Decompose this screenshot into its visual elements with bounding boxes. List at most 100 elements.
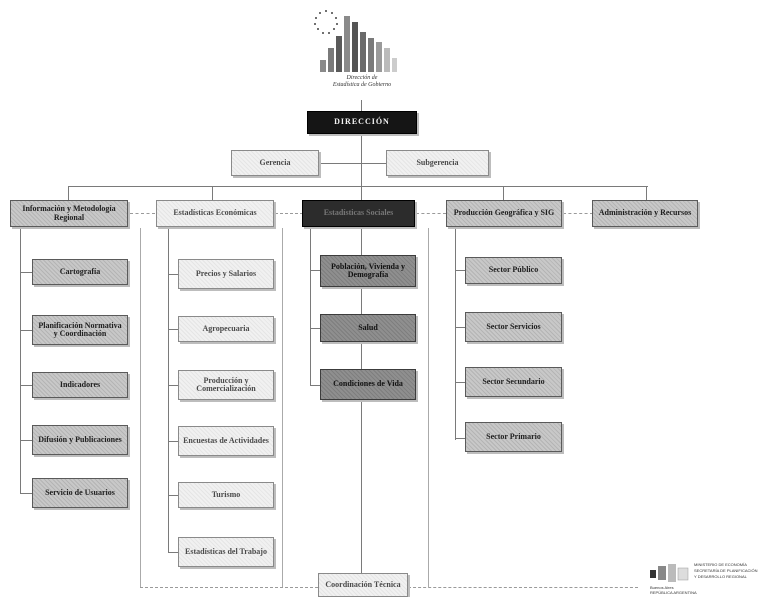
footer-line-3: Y DESARROLLO REGIONAL xyxy=(694,574,747,579)
dashed-connector xyxy=(563,213,593,214)
unit-label: Sector Público xyxy=(488,265,539,275)
connector xyxy=(455,382,465,383)
dashed-connector xyxy=(130,213,155,214)
unit-label: Producción y Comercialización xyxy=(196,375,256,393)
department-label-3: Estadísticas Sociales xyxy=(323,208,394,218)
unit-box[interactable]: Sector Público xyxy=(465,257,562,284)
department-box-3[interactable]: Estadísticas Sociales xyxy=(302,200,415,227)
connector xyxy=(503,186,504,201)
connector xyxy=(68,186,648,187)
unit-label: Servicio de Usuarios xyxy=(45,487,115,497)
unit-box[interactable]: Cartografía xyxy=(32,259,128,285)
staff-right-label: Subgerencia xyxy=(416,157,459,167)
footer-line-4: Buenos Aires xyxy=(650,585,674,590)
footer-line-5: REPÚBLICA ARGENTINA xyxy=(650,590,697,595)
logo-caption: Dirección de Estadística de Gobierno xyxy=(312,75,412,89)
ministry-mark-icon xyxy=(650,564,689,582)
connector xyxy=(68,186,69,201)
connector xyxy=(310,385,320,386)
department-label-5: Administración y Recursos xyxy=(598,208,692,218)
bottom-label: Coordinación Técnica xyxy=(325,579,401,589)
unit-box[interactable]: Servicio de Usuarios xyxy=(32,478,128,508)
unit-label: Salud xyxy=(358,322,378,332)
connector xyxy=(455,438,465,439)
connector xyxy=(20,440,32,441)
unit-box[interactable]: Condiciones de Vida xyxy=(320,369,416,400)
unit-box[interactable]: Difusión y Publicaciones xyxy=(32,425,128,455)
dashed-connector xyxy=(408,587,638,588)
footer-line-2: SECRETARÍA DE PLANIFICACIÓN xyxy=(694,568,758,573)
connector xyxy=(168,274,178,275)
unit-box[interactable]: Agropecuaria xyxy=(178,316,274,342)
unit-label: Sector Servicios xyxy=(486,321,541,331)
connector xyxy=(168,385,178,386)
connector xyxy=(20,228,21,493)
connector xyxy=(168,329,178,330)
dashed-connector xyxy=(140,587,318,588)
unit-box[interactable]: Encuestas de Actividades xyxy=(178,426,274,456)
unit-box[interactable]: Sector Secundario xyxy=(465,367,562,397)
direccion-label: DIRECCIÓN xyxy=(334,117,390,127)
connector xyxy=(310,270,320,271)
department-label-4: Producción Geográfica y SIG xyxy=(453,208,555,218)
staff-left-label: Gerencia xyxy=(259,157,291,167)
unit-box[interactable]: Sector Primario xyxy=(465,422,562,452)
department-label-1: Información y Metodología Regional xyxy=(22,204,116,222)
unit-box[interactable]: Planificación Normativa y Coordinación xyxy=(32,315,128,345)
connector xyxy=(168,495,178,496)
connector xyxy=(646,186,647,201)
connector xyxy=(310,228,311,386)
unit-label: Agropecuaria xyxy=(202,323,250,333)
connector xyxy=(428,228,429,587)
dashed-connector xyxy=(416,213,446,214)
bar-logo-icon xyxy=(314,10,397,72)
unit-label: Población, Vivienda y Demografía xyxy=(330,261,405,279)
unit-label: Difusión y Publicaciones xyxy=(38,434,122,444)
connector xyxy=(310,328,320,329)
footer-line-1: MINISTERIO DE ECONOMÍA xyxy=(694,562,747,567)
connector xyxy=(212,186,213,201)
unit-label: Indicadores xyxy=(59,379,101,389)
connector xyxy=(361,135,362,597)
staff-right-box[interactable]: Subgerencia xyxy=(386,150,489,176)
unit-box[interactable]: Precios y Salarios xyxy=(178,259,274,289)
unit-label: Turismo xyxy=(211,489,241,499)
department-box-5[interactable]: Administración y Recursos xyxy=(592,200,698,227)
unit-box[interactable]: Estadísticas del Trabajo xyxy=(178,537,274,567)
institution-logo: Dirección de Estadística de Gobierno xyxy=(312,8,412,98)
department-label-2: Estadísticas Económicas xyxy=(173,208,257,218)
connector xyxy=(455,228,456,440)
connector xyxy=(20,493,32,494)
connector xyxy=(140,228,141,587)
connector xyxy=(20,330,32,331)
unit-box[interactable]: Salud xyxy=(320,314,416,342)
direccion-box[interactable]: DIRECCIÓN xyxy=(307,111,417,134)
department-box-4[interactable]: Producción Geográfica y SIG xyxy=(446,200,562,227)
unit-label: Precios y Salarios xyxy=(195,268,257,278)
department-box-1[interactable]: Información y Metodología Regional xyxy=(10,200,128,227)
bottom-box[interactable]: Coordinación Técnica xyxy=(318,573,408,597)
unit-box[interactable]: Turismo xyxy=(178,482,274,508)
connector xyxy=(320,163,390,164)
unit-label: Planificación Normativa y Coordinación xyxy=(38,320,122,338)
unit-box[interactable]: Población, Vivienda y Demografía xyxy=(320,255,416,287)
unit-label: Sector Primario xyxy=(486,431,541,441)
unit-label: Cartografía xyxy=(59,266,101,276)
connector xyxy=(168,441,178,442)
connector xyxy=(455,270,465,271)
ministry-logo: MINISTERIO DE ECONOMÍA SECRETARÍA DE PLA… xyxy=(650,562,760,595)
unit-label: Estadísticas del Trabajo xyxy=(185,546,267,556)
unit-label: Sector Secundario xyxy=(482,376,545,386)
connector xyxy=(282,228,283,587)
unit-box[interactable]: Sector Servicios xyxy=(465,312,562,342)
dashed-connector xyxy=(275,213,303,214)
connector xyxy=(361,100,362,112)
unit-box[interactable]: Producción y Comercialización xyxy=(178,370,274,400)
staff-left-box[interactable]: Gerencia xyxy=(231,150,319,176)
unit-box[interactable]: Indicadores xyxy=(32,372,128,398)
connector xyxy=(20,385,32,386)
connector xyxy=(168,552,178,553)
department-box-2[interactable]: Estadísticas Económicas xyxy=(156,200,274,227)
unit-label: Condiciones de Vida xyxy=(333,379,403,389)
connector xyxy=(20,272,32,273)
